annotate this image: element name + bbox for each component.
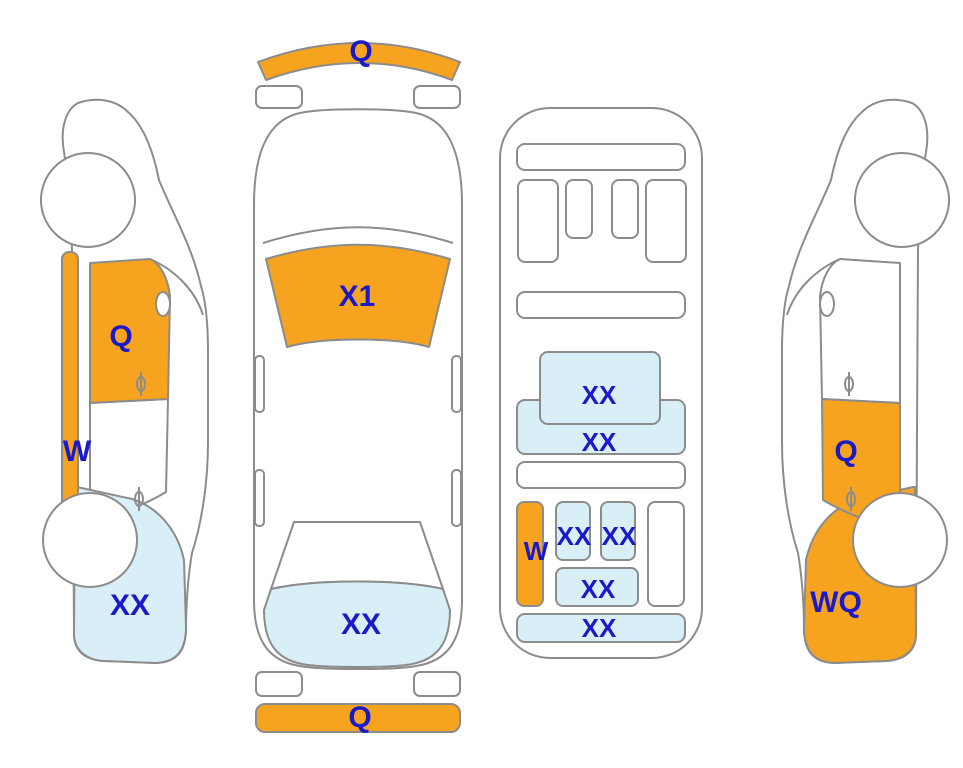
left-view-rocker-damage-label: W (63, 435, 92, 468)
interior-front-seat-left-outer (517, 179, 559, 263)
interior-right-strip (647, 501, 685, 607)
interior-left-strip-damage-label: W (524, 536, 549, 566)
top-view: Q X1 XX Q (253, 35, 463, 734)
top-view-front-bumper-damage-label: Q (349, 35, 372, 68)
right-view-upper-door-panel (819, 258, 901, 404)
top-view-rear-right-block (413, 671, 461, 697)
interior-rear-seat-right-damage-region (600, 501, 636, 561)
top-view-rear-damage-label: XX (341, 608, 381, 641)
right-view-rear-wheel (852, 492, 948, 588)
interior-front-band-damage-label: XX (582, 427, 617, 457)
top-view-front-right-block (413, 85, 461, 109)
interior-left-strip-damage-region (516, 501, 544, 607)
interior-rear-mat-damage-label: XX (581, 574, 616, 604)
left-view-door-handle-icon (136, 372, 146, 396)
right-view-rear-quarter-damage-label: WQ (810, 586, 862, 619)
interior-front-mat-damage-label: XX (582, 380, 617, 410)
interior-view: XX XX W XX XX XX XX (499, 107, 703, 659)
right-view-front-wheel (854, 152, 950, 248)
top-view-front-left-block (255, 85, 303, 109)
interior-front-seat-right-outer (645, 179, 687, 263)
left-view-a-pillar-line (149, 258, 204, 316)
top-view-front-bumper-damage-region (257, 42, 461, 81)
left-view-mirror (155, 291, 171, 317)
interior-rear-mat-damage-region (555, 567, 639, 607)
right-side-view: Q WQ (781, 98, 950, 664)
top-view-windshield-damage-region (265, 243, 451, 348)
interior-rear-seat-left-damage-region (555, 501, 591, 561)
top-view-rear-damage-region (263, 580, 451, 668)
left-view-rear-handle-icon (134, 487, 144, 511)
interior-rear-seat-left-damage-label: XX (557, 521, 592, 551)
interior-rear-band-damage-label: XX (582, 613, 617, 643)
top-view-hood-line (262, 226, 454, 244)
interior-front-seat-left-inner (565, 179, 593, 239)
left-view-rocker-damage-region (61, 251, 79, 519)
interior-front-mat-damage-region (539, 351, 661, 425)
interior-front-seat-right-inner (611, 179, 639, 239)
interior-mid-crossbar (516, 461, 686, 489)
top-view-rear-left-block (255, 671, 303, 697)
top-view-rear-bumper-damage-region (255, 703, 461, 733)
right-view-door-damage-label: Q (834, 435, 857, 468)
right-view-mirror (819, 291, 835, 317)
left-side-view: Q W XX (40, 98, 209, 664)
left-view-front-wheel (40, 152, 136, 248)
interior-front-crossbar (516, 291, 686, 319)
right-view-rear-handle-icon (846, 487, 856, 511)
right-view-door-handle-icon (844, 372, 854, 396)
top-view-right-rear-door-edge (451, 469, 462, 527)
top-view-left-front-door-edge (254, 355, 265, 413)
top-view-rear-bumper-damage-label: Q (348, 701, 371, 734)
top-view-left-rear-door-edge (254, 469, 265, 527)
top-view-rear-window (270, 521, 444, 590)
top-view-right-front-door-edge (451, 355, 462, 413)
left-view-door-damage-label: Q (109, 320, 132, 353)
interior-dashboard (516, 143, 686, 171)
interior-rear-band-damage-region (516, 613, 686, 643)
left-view-rear-wheel (42, 492, 138, 588)
right-view-a-pillar-line (786, 258, 841, 316)
interior-rear-seat-right-damage-label: XX (602, 521, 637, 551)
left-view-rear-quarter-damage-label: XX (110, 589, 150, 622)
top-view-windshield-damage-label: X1 (339, 280, 376, 313)
